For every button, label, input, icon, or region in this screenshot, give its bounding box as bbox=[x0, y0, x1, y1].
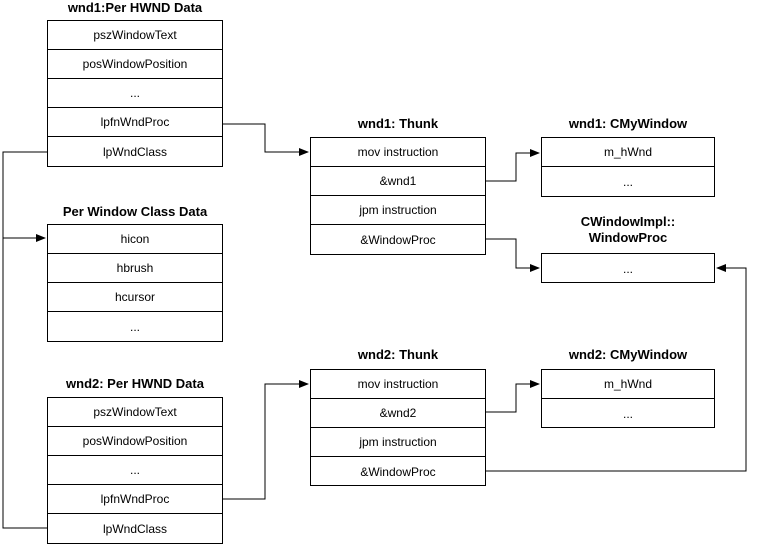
windowproc-title: CWindowImpl:: WindowProc bbox=[541, 214, 715, 246]
wnd1-row-ellipsis: ... bbox=[48, 79, 222, 108]
class-row-hicon: hicon bbox=[48, 225, 222, 254]
wnd1-thunk-title: wnd1: Thunk bbox=[357, 116, 439, 131]
windowproc-row-ellipsis: ... bbox=[622, 261, 633, 276]
wnd2-thunk-row-mov: mov instruction bbox=[311, 370, 485, 399]
wnd1-row-lpfnwndproc: lpfnWndProc bbox=[48, 108, 222, 137]
windowproc-table: ... bbox=[541, 253, 715, 283]
wnd2-row-poswindowposition: posWindowPosition bbox=[48, 427, 222, 456]
wnd1-hwnd-title: wnd1:Per HWND Data bbox=[67, 0, 203, 15]
wnd1-hwnd-table: pszWindowText posWindowPosition ... lpfn… bbox=[47, 20, 223, 167]
arrow-wnd2-ptr-to-cmywindow bbox=[486, 380, 540, 413]
wnd2-thunk-row-windowproc-ptr: &WindowProc bbox=[360, 464, 436, 479]
wnd1-cmywindow-row-hwnd: m_hWnd bbox=[542, 138, 714, 167]
arrow-wnd1-ptr-to-cmywindow bbox=[486, 149, 540, 182]
wnd2-cmywindow-row-hwnd: m_hWnd bbox=[542, 370, 714, 399]
wnd1-thunk-table: mov instruction &wnd1 jpm instruction &W… bbox=[310, 137, 486, 255]
wnd2-row-pszwindowtext: pszWindowText bbox=[48, 398, 222, 427]
wnd2-row-ellipsis: ... bbox=[48, 456, 222, 485]
arrow-wnd1-windowproc-to-impl bbox=[486, 238, 540, 272]
wnd2-row-lpfnwndproc: lpfnWndProc bbox=[48, 485, 222, 514]
arrow-wnd1-class-to-classdata bbox=[2, 151, 47, 242]
wnd2-hwnd-table: pszWindowText posWindowPosition ... lpfn… bbox=[47, 397, 223, 544]
wnd1-thunk-row-jpm: jpm instruction bbox=[311, 196, 485, 225]
wnd1-thunk-row-windowproc-ptr: &WindowProc bbox=[360, 232, 436, 247]
wnd1-row-pszwindowtext: pszWindowText bbox=[48, 21, 222, 50]
class-row-hbrush: hbrush bbox=[48, 254, 222, 283]
class-row-ellipsis: ... bbox=[129, 319, 140, 334]
wnd1-row-lpwndclass: lpWndClass bbox=[102, 144, 168, 159]
wnd2-thunk-row-jpm: jpm instruction bbox=[311, 428, 485, 457]
wnd1-thunk-row-mov: mov instruction bbox=[311, 138, 485, 167]
wnd2-cmywindow-table: m_hWnd ... bbox=[541, 369, 715, 428]
arrow-wnd1-wndproc-to-thunk bbox=[223, 123, 309, 156]
windowproc-title-line2: WindowProc bbox=[588, 230, 668, 245]
wnd2-cmywindow-title: wnd2: CMyWindow bbox=[568, 347, 688, 362]
windowproc-title-line1: CWindowImpl:: bbox=[580, 214, 676, 229]
arrow-wnd2-wndproc-to-thunk bbox=[223, 380, 309, 500]
wnd2-hwnd-title: wnd2: Per HWND Data bbox=[66, 376, 204, 391]
wnd2-row-lpwndclass: lpWndClass bbox=[102, 521, 168, 536]
wnd1-cmywindow-table: m_hWnd ... bbox=[541, 137, 715, 197]
wnd1-cmywindow-title: wnd1: CMyWindow bbox=[568, 116, 688, 131]
wnd2-thunk-row-wnd2-ptr: &wnd2 bbox=[311, 399, 485, 428]
wnd2-cmywindow-row-ellipsis: ... bbox=[622, 406, 633, 421]
wnd2-thunk-title: wnd2: Thunk bbox=[357, 347, 439, 362]
wnd2-thunk-table: mov instruction &wnd2 jpm instruction &W… bbox=[310, 369, 486, 486]
class-row-hcursor: hcursor bbox=[48, 283, 222, 312]
line-wnd2-class-to-classdata bbox=[2, 238, 47, 529]
class-data-table: hicon hbrush hcursor ... bbox=[47, 224, 223, 342]
wnd1-cmywindow-row-ellipsis: ... bbox=[622, 174, 633, 189]
wnd1-thunk-row-wnd1-ptr: &wnd1 bbox=[311, 167, 485, 196]
class-data-title: Per Window Class Data bbox=[62, 204, 208, 219]
wnd1-row-poswindowposition: posWindowPosition bbox=[48, 50, 222, 79]
